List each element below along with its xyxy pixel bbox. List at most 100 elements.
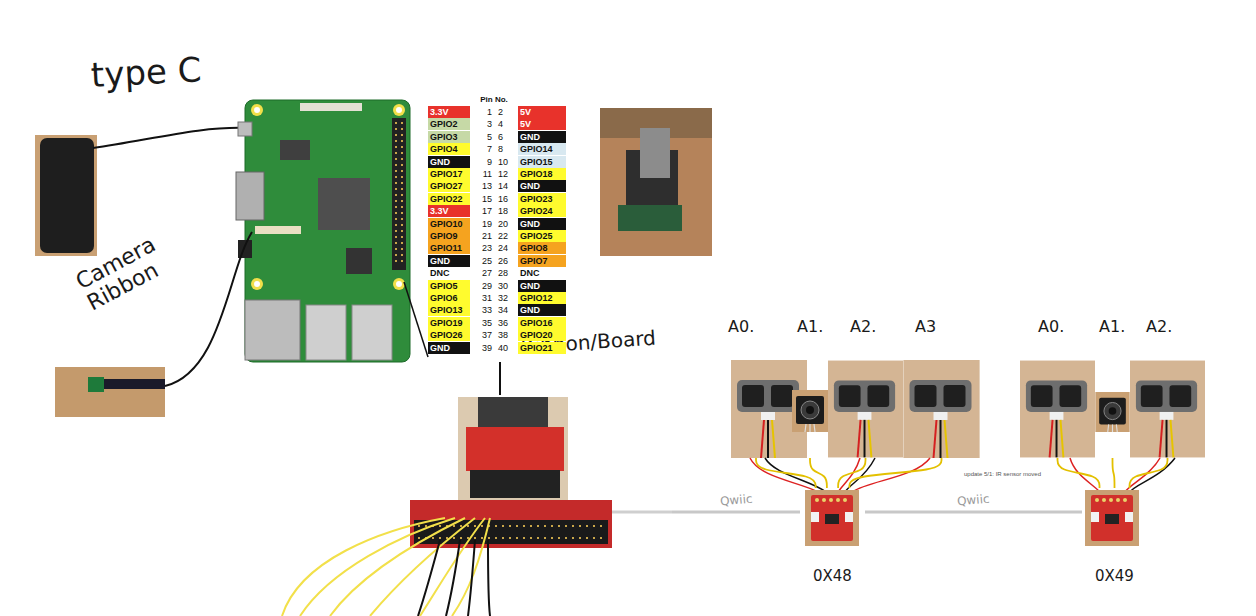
pin-name: GPIO23 — [518, 193, 566, 205]
pin-name: GPIO13 — [428, 304, 470, 316]
cable-label: Qwiic — [955, 491, 993, 508]
pin-name: GPIO26 — [428, 329, 470, 341]
pin-number: 39 — [470, 342, 494, 354]
sensor-wire — [756, 458, 816, 488]
pin-number: 3 — [470, 118, 494, 130]
pir-sensor: A1. — [792, 318, 828, 458]
sensor-wire — [849, 458, 941, 488]
pin-name: GPIO12 — [518, 292, 566, 304]
camera-module: Camera Ribbon — [50, 255, 215, 418]
pin-name: GND — [518, 180, 566, 192]
pin-name: DNC — [428, 267, 470, 279]
pin-name: GPIO9 — [428, 230, 470, 242]
pin-number: 22 — [496, 230, 518, 242]
pin-number: 17 — [470, 205, 494, 217]
pin-name: GND — [518, 131, 566, 143]
pin-name: GPIO8 — [518, 242, 566, 254]
pin-number: 21 — [470, 230, 494, 242]
sensor-wire — [1130, 458, 1168, 488]
ir-sensor: A3 — [903, 318, 980, 458]
pin-number: 30 — [496, 280, 518, 292]
pin-number: 8 — [496, 143, 518, 155]
pin-number: 28 — [496, 267, 518, 279]
pin-name: GPIO4 — [428, 143, 470, 155]
pin-number: 36 — [496, 317, 518, 329]
pin-number: 25 — [470, 255, 494, 267]
pin-number: 14 — [496, 180, 518, 192]
pin-name: GPIO21 — [518, 342, 566, 354]
pin-name: GPIO18 — [518, 168, 566, 180]
pin-number: 18 — [496, 205, 518, 217]
table-header: Pin No. — [470, 94, 518, 105]
pin-number: 11 — [470, 168, 494, 180]
pin-name: GND — [518, 280, 566, 292]
pin-name: GPIO11 — [428, 242, 470, 254]
pin-number: 4 — [496, 118, 518, 130]
note-text: update 5/1: IR sensor moved — [962, 470, 1043, 479]
ir-sensor: A0. — [1020, 318, 1095, 458]
pin-number: 32 — [496, 292, 518, 304]
pin-name: GPIO27 — [428, 180, 470, 192]
pin-number: 33 — [470, 304, 494, 316]
pin-number: 1 — [470, 106, 494, 118]
pin-name: GND — [428, 255, 470, 267]
pin-number: 12 — [496, 168, 518, 180]
pin-number: 15 — [470, 193, 494, 205]
node-label: 0X49 — [1095, 568, 1134, 585]
pin-number: 37 — [470, 329, 494, 341]
pin-name: GND — [428, 156, 470, 168]
pin-name: 5V — [518, 106, 566, 118]
sensor-wire — [810, 458, 827, 488]
node-label: A2. — [1146, 318, 1172, 336]
pin-name: DNC — [518, 267, 566, 279]
pin-number: 19 — [470, 218, 494, 230]
pin-number: 2 — [496, 106, 518, 118]
pin-name: GPIO22 — [428, 193, 470, 205]
node-label: A2. — [850, 318, 876, 336]
sensor-wire — [838, 458, 865, 488]
pin-name: GPIO25 — [518, 230, 566, 242]
pin-name: GPIO17 — [428, 168, 470, 180]
node-label: A1. — [797, 318, 823, 336]
pin-number: 29 — [470, 280, 494, 292]
node-label: Camera Ribbon — [72, 228, 179, 315]
pin-name: GND — [518, 304, 566, 316]
pin-number: 31 — [470, 292, 494, 304]
pin-number: 16 — [496, 193, 518, 205]
pin-name: 5V — [518, 118, 566, 130]
cable-label: Qwiic — [717, 491, 755, 508]
node-label: A1. — [1099, 318, 1125, 336]
pin-name: GND — [428, 342, 470, 354]
pin-number: 13 — [470, 180, 494, 192]
pir-sensor: A1. — [1095, 318, 1130, 458]
pin-name: GPIO2 — [428, 118, 470, 130]
node-label: A0. — [1038, 318, 1064, 336]
node-label: type C — [90, 51, 202, 94]
pin-name: GPIO14 — [518, 143, 566, 155]
pin-name: 3.3V — [428, 106, 470, 118]
pin-name: 3.3V — [428, 205, 470, 217]
pin-number: 23 — [470, 242, 494, 254]
pin-number: 5 — [470, 131, 494, 143]
pin-name: GPIO6 — [428, 292, 470, 304]
pin-name: GND — [518, 218, 566, 230]
pin-name: GPIO10 — [428, 218, 470, 230]
adc-board: 0X48 — [800, 488, 865, 595]
pin-number: 34 — [496, 304, 518, 316]
sensor-wire — [1113, 458, 1115, 488]
pin-number: 24 — [496, 242, 518, 254]
pin-name: GPIO20 — [518, 329, 566, 341]
node-label: A0. — [728, 318, 754, 336]
sensor-wire — [1058, 458, 1100, 488]
pin-name: GPIO5 — [428, 280, 470, 292]
qwiic-cable — [672, 511, 800, 514]
power-bank: type C — [35, 55, 207, 257]
ir-sensor: A2. — [1130, 318, 1205, 458]
pin-name: GPIO3 — [428, 131, 470, 143]
pin-number: 6 — [496, 131, 518, 143]
pin-name: GPIO19 — [428, 317, 470, 329]
node-label: 0X48 — [813, 568, 852, 585]
pin-name: GPIO15 — [518, 156, 566, 168]
pin-number: 40 — [496, 342, 518, 354]
pin-name: GPIO16 — [518, 317, 566, 329]
